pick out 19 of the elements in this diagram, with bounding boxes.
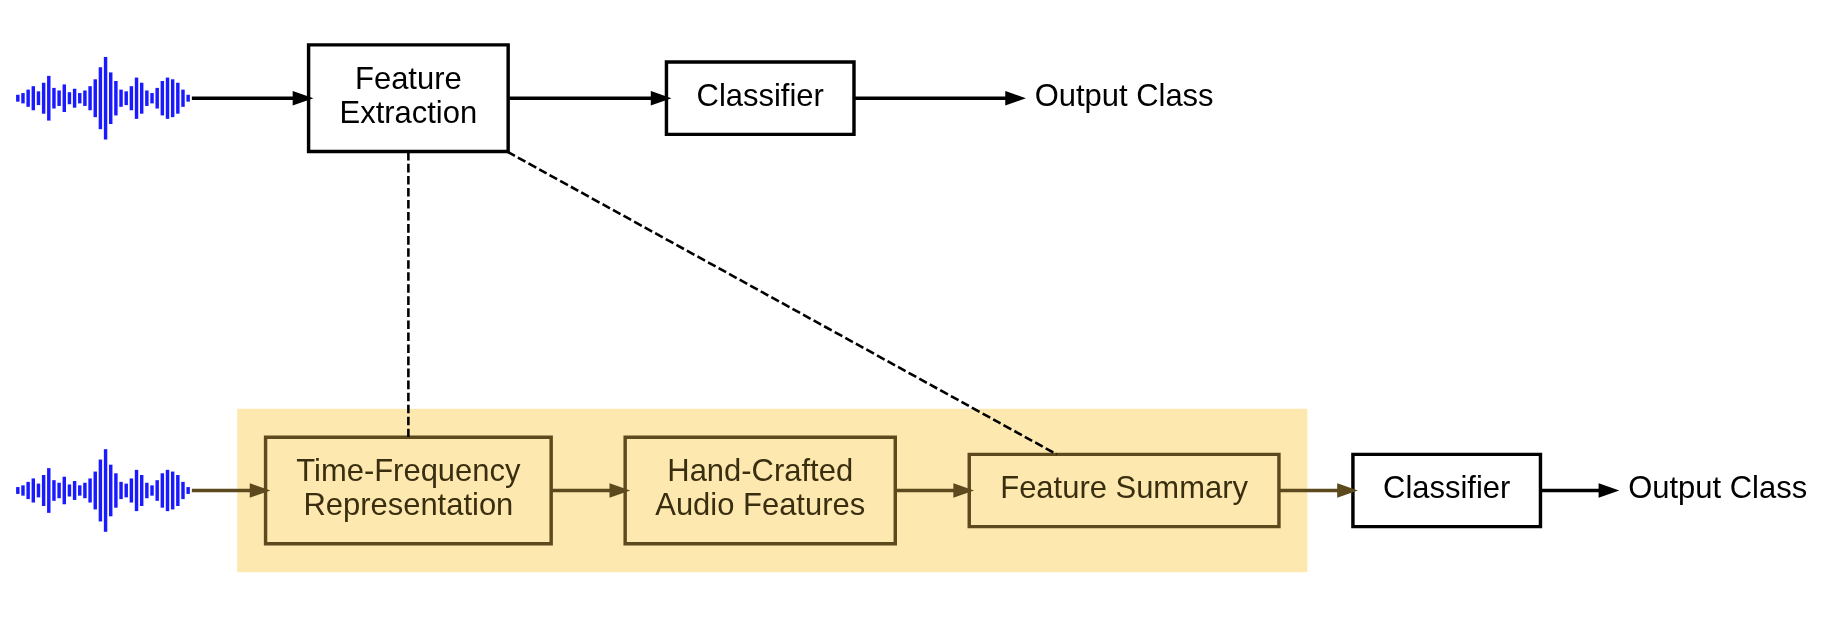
node-box: Classifier bbox=[1351, 452, 1543, 529]
cluster bbox=[237, 408, 1308, 573]
arrow bbox=[508, 90, 672, 106]
arrow bbox=[191, 90, 314, 106]
arrow bbox=[854, 90, 1026, 106]
arrow bbox=[551, 483, 631, 498]
connector bbox=[407, 151, 410, 437]
arrow bbox=[1540, 483, 1620, 498]
node-text: Output Class bbox=[1034, 77, 1214, 113]
node-box: Feature Summary bbox=[967, 452, 1281, 529]
node-box: Time-Frequency Representation bbox=[263, 435, 553, 546]
node-text: Output Class bbox=[1628, 470, 1808, 506]
arrow bbox=[191, 483, 271, 498]
connector bbox=[507, 150, 1058, 456]
node-box: Feature Extraction bbox=[306, 43, 510, 154]
arrow bbox=[895, 483, 975, 498]
arrow bbox=[1279, 483, 1358, 498]
node-box: Classifier bbox=[664, 60, 856, 137]
node-box: Hand-Crafted Audio Features bbox=[623, 435, 897, 546]
